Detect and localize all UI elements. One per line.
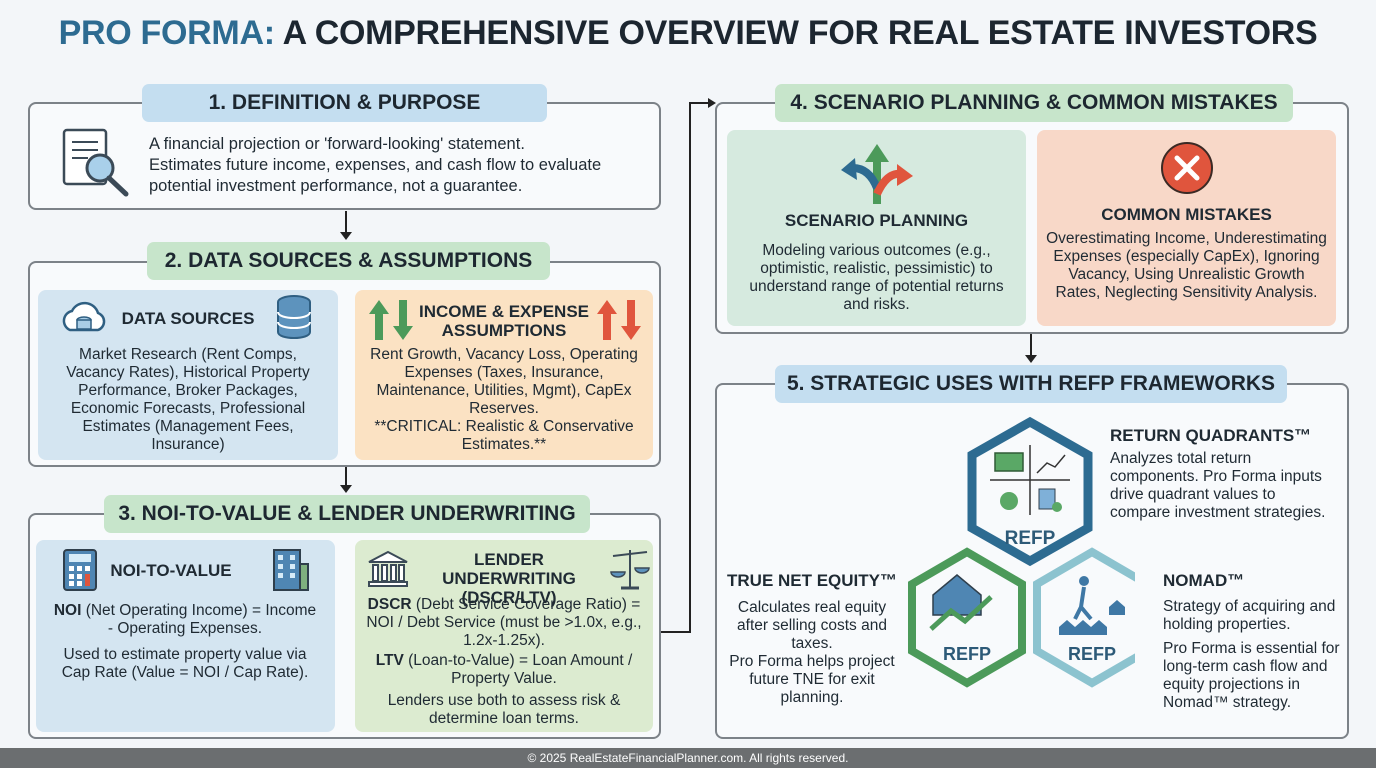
return-quadrants-block: RETURN QUADRANTS™ Analyzes total return … bbox=[1110, 426, 1326, 521]
assumptions-text: Rent Growth, Vacancy Loss, Operating Exp… bbox=[370, 346, 638, 417]
lender-summary: Lenders use both to assess risk & determ… bbox=[387, 692, 621, 727]
return-quadrants-hex: REFP bbox=[967, 416, 1093, 567]
section-5-label: 5. STRATEGIC USES WITH REFP FRAMEWORKS bbox=[775, 365, 1287, 403]
common-mistakes-heading: COMMON MISTAKES bbox=[1101, 205, 1272, 224]
svg-text:REFP: REFP bbox=[1005, 528, 1056, 549]
nomad-block: NOMAD™ Strategy of acquiring and holding… bbox=[1163, 571, 1340, 711]
arrow-1-2 bbox=[340, 211, 352, 240]
trend-up-icon bbox=[929, 595, 993, 631]
x-circle-icon bbox=[1161, 142, 1213, 194]
true-net-equity-block: TRUE NET EQUITY™ Calculates real equity … bbox=[727, 571, 898, 706]
scales-icon bbox=[610, 550, 650, 590]
scenario-planning-text: Modeling various outcomes (e.g., optimis… bbox=[749, 242, 1004, 313]
up-down-arrows-red-icon bbox=[597, 300, 641, 340]
noi-heading: NOI-TO-VALUE bbox=[110, 561, 232, 580]
noi-cap-rate-text: Used to estimate property value via Cap … bbox=[61, 646, 309, 681]
noi-card: NOI-TO-VALUE NOI (Net Operating Income) … bbox=[36, 540, 335, 732]
refp-hexagons: REFP REFP REFP bbox=[908, 416, 1135, 688]
scenario-planning-heading: SCENARIO PLANNING bbox=[784, 211, 969, 230]
nomad-hex: REFP bbox=[1033, 547, 1135, 688]
bank-icon bbox=[368, 550, 408, 587]
document-check-icon bbox=[1038, 488, 1056, 510]
section-2-label: 2. DATA SOURCES & ASSUMPTIONS bbox=[147, 242, 550, 280]
section-1-label: 1. DEFINITION & PURPOSE bbox=[142, 84, 547, 122]
svg-text:REFP: REFP bbox=[1068, 644, 1116, 664]
common-mistakes-text: Overestimating Income, Underestimating E… bbox=[1046, 230, 1327, 301]
growth-chart-icon bbox=[1036, 454, 1066, 474]
lender-card: LENDER UNDERWRITING (DSCR/LTV) DSCR (Deb… bbox=[355, 540, 653, 732]
section-3-label: 3. NOI-TO-VALUE & LENDER UNDERWRITING bbox=[104, 495, 590, 533]
common-mistakes-card: COMMON MISTAKES Overestimating Income, U… bbox=[1037, 130, 1336, 326]
houses-icon bbox=[1059, 600, 1125, 635]
money-bag-icon bbox=[1000, 492, 1018, 510]
footer-copyright: © 2025 RealEstateFinancialPlanner.com. A… bbox=[0, 748, 1376, 768]
document-magnifier-icon bbox=[62, 128, 129, 197]
building-icon bbox=[273, 549, 309, 591]
definition-text: A financial projection or 'forward-looki… bbox=[149, 135, 602, 195]
true-net-equity-hex: REFP bbox=[908, 547, 1026, 688]
cash-icon bbox=[994, 452, 1024, 472]
data-sources-card: DATA SOURCES Market Research (Rent Comps… bbox=[38, 290, 338, 460]
assumptions-heading: INCOME & EXPENSE ASSUMPTIONS bbox=[418, 302, 590, 340]
branching-arrows-icon bbox=[841, 144, 913, 204]
assumptions-critical: **CRITICAL: Realistic & Conservative Est… bbox=[374, 418, 634, 453]
svg-text:REFP: REFP bbox=[943, 644, 991, 664]
assumptions-card: INCOME & EXPENSE ASSUMPTIONS Rent Growth… bbox=[355, 290, 653, 460]
scenario-planning-card: SCENARIO PLANNING Modeling various outco… bbox=[727, 130, 1026, 326]
data-sources-heading: DATA SOURCES bbox=[121, 309, 255, 328]
section-4-label: 4. SCENARIO PLANNING & COMMON MISTAKES bbox=[775, 84, 1293, 122]
lender-heading: LENDER UNDERWRITING (DSCR/LTV) bbox=[442, 550, 576, 607]
page-title: PRO FORMA: A COMPREHENSIVE OVERVIEW FOR … bbox=[58, 14, 1318, 52]
arrow-2-3 bbox=[340, 467, 352, 493]
up-down-arrows-green-icon bbox=[369, 300, 413, 340]
cloud-database-icon bbox=[62, 301, 106, 332]
database-icon bbox=[277, 295, 311, 339]
hiker-icon bbox=[1079, 576, 1089, 586]
calculator-icon bbox=[63, 549, 97, 591]
arrow-4-5 bbox=[1025, 334, 1037, 363]
data-sources-text: Market Research (Rent Comps, Vacancy Rat… bbox=[66, 346, 310, 453]
